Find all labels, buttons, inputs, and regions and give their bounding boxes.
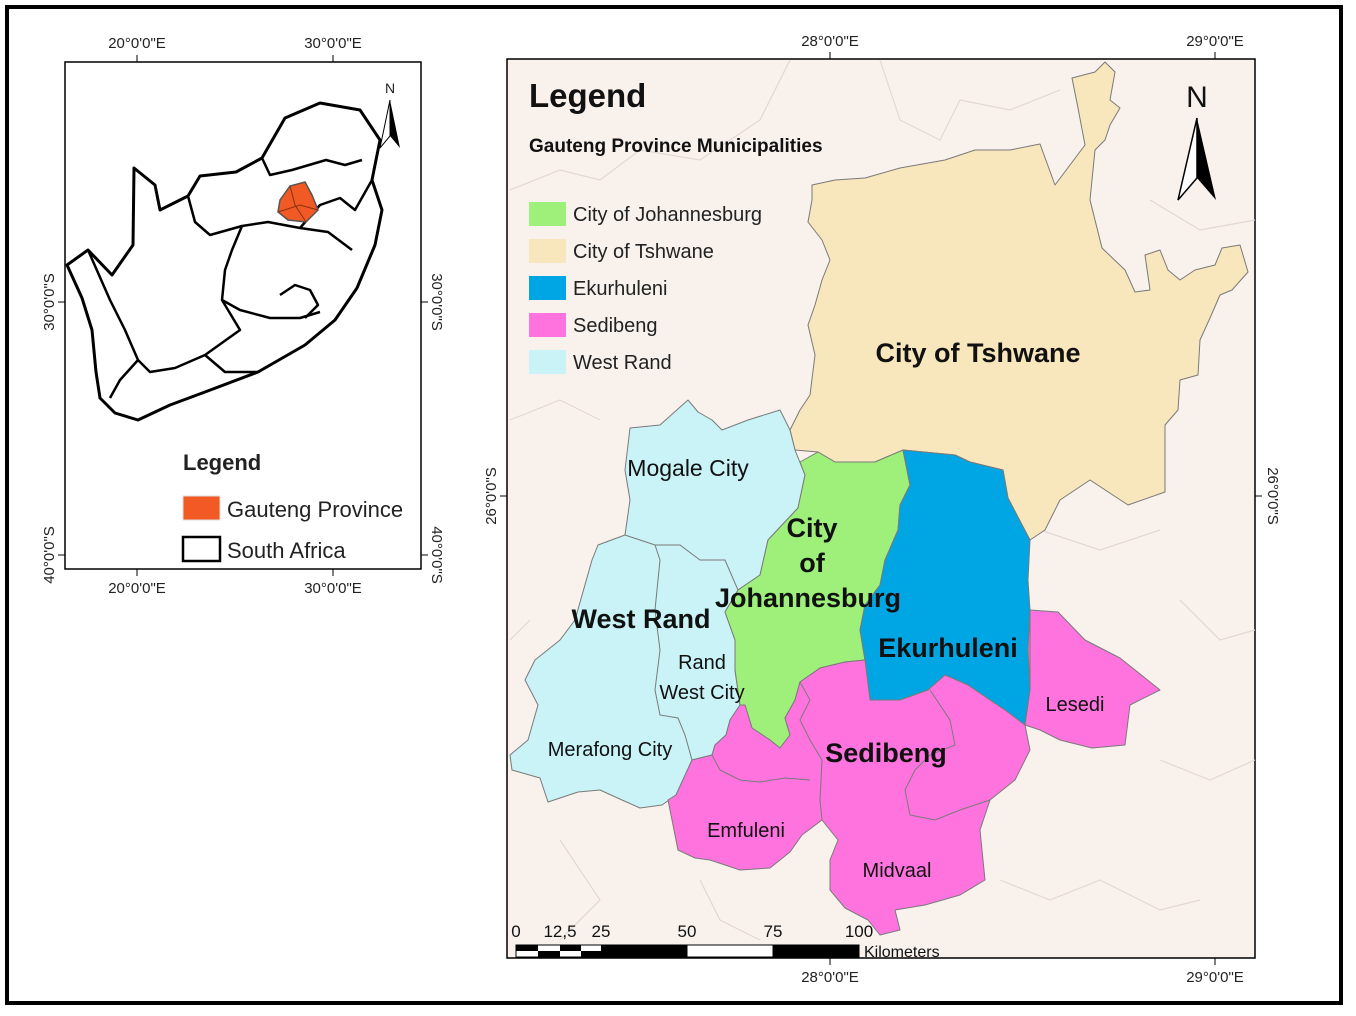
- main-coord-top-left: 28°0'0"E: [801, 33, 859, 50]
- legend-label-johannesburg: City of Johannesburg: [573, 204, 762, 226]
- label-emfuleni: Emfuleni: [707, 820, 785, 842]
- main-coord-right: 26°0'0"S: [1264, 467, 1281, 525]
- label-merafong-city: Merafong City: [548, 739, 673, 761]
- legend-label-west-rand: West Rand: [573, 352, 672, 374]
- inset-coord-top-left: 20°0'0"E: [108, 35, 166, 52]
- main-legend-items: City of Johannesburg City of Tshwane Eku…: [529, 202, 762, 374]
- inset-north-label: N: [385, 80, 395, 96]
- legend-label-tshwane: City of Tshwane: [573, 241, 714, 263]
- inset-legend-title: Legend: [183, 450, 261, 475]
- inset-coord-left-lower: 40°0'0"S: [41, 526, 58, 584]
- main-north-label: N: [1186, 81, 1208, 114]
- background-boundaries: [509, 59, 1256, 941]
- inset-coord-right-lower: 40°0'0"S: [428, 526, 445, 584]
- scale-tick-25: 25: [592, 922, 611, 941]
- main-legend-subtitle: Gauteng Province Municipalities: [529, 136, 823, 157]
- label-lesedi: Lesedi: [1046, 694, 1105, 716]
- inset-legend-swatch-south-africa: [181, 535, 222, 563]
- label-mogale-city: Mogale City: [627, 455, 749, 481]
- legend-swatch-johannesburg: [529, 202, 566, 226]
- legend-swatch-ekurhuleni: [529, 276, 566, 300]
- inset-map: 20°0'0"E 30°0'0"E 20°0'0"E 30°0'0"E 30°0…: [41, 35, 445, 597]
- scale-tick-0: 0: [511, 922, 520, 941]
- scale-tick-75: 75: [764, 922, 783, 941]
- inset-coord-bottom-left: 20°0'0"E: [108, 580, 166, 597]
- local-municipality-boundaries: [624, 534, 1031, 821]
- inset-legend-label-south-africa: South Africa: [227, 538, 346, 563]
- legend-label-ekurhuleni: Ekurhuleni: [573, 278, 668, 300]
- inset-coord-bottom-right: 30°0'0"E: [304, 580, 362, 597]
- scale-unit: Kilometers: [864, 944, 940, 961]
- scale-tick-50: 50: [678, 922, 697, 941]
- label-joburg-line3: Johannesburg: [715, 583, 901, 613]
- scale-bar: 0 12,5 25 50 75 100 Kilometers: [511, 922, 939, 961]
- label-west-rand: West Rand: [571, 604, 710, 634]
- inset-legend-swatch-gauteng: [182, 495, 221, 521]
- label-sedibeng: Sedibeng: [825, 738, 947, 768]
- inset-coord-top-right: 30°0'0"E: [304, 35, 362, 52]
- main-north-arrow-icon: [1177, 117, 1216, 201]
- scale-tick-100: 100: [845, 922, 873, 941]
- label-midvaal: Midvaal: [863, 860, 932, 882]
- label-tshwane: City of Tshwane: [875, 338, 1080, 368]
- label-rand-west-line2: West City: [659, 682, 744, 704]
- main-coord-left: 26°0'0"S: [483, 467, 500, 525]
- legend-swatch-tshwane: [529, 239, 566, 263]
- label-joburg-line2: of: [799, 548, 825, 578]
- legend-swatch-west-rand: [529, 350, 566, 374]
- label-joburg-line1: City: [786, 513, 837, 543]
- scale-tick-12-5: 12,5: [543, 922, 576, 941]
- label-rand-west-line1: Rand: [678, 652, 726, 674]
- inset-north-arrow-icon: [379, 99, 400, 149]
- inset-coord-left-upper: 30°0'0"S: [41, 273, 58, 331]
- label-ekurhuleni: Ekurhuleni: [878, 633, 1018, 663]
- inset-coord-right-upper: 30°0'0"S: [428, 273, 445, 331]
- main-coord-top-right: 29°0'0"E: [1186, 33, 1244, 50]
- inset-legend-label-gauteng: Gauteng Province: [227, 497, 403, 522]
- main-legend-title: Legend: [529, 77, 646, 114]
- main-coord-bottom-right: 29°0'0"E: [1186, 969, 1244, 986]
- legend-swatch-sedibeng: [529, 313, 566, 337]
- main-map: 28°0'0"E 29°0'0"E 28°0'0"E 29°0'0"E 26°0…: [483, 33, 1281, 986]
- legend-label-sedibeng: Sedibeng: [573, 315, 658, 337]
- main-coord-bottom-left: 28°0'0"E: [801, 969, 859, 986]
